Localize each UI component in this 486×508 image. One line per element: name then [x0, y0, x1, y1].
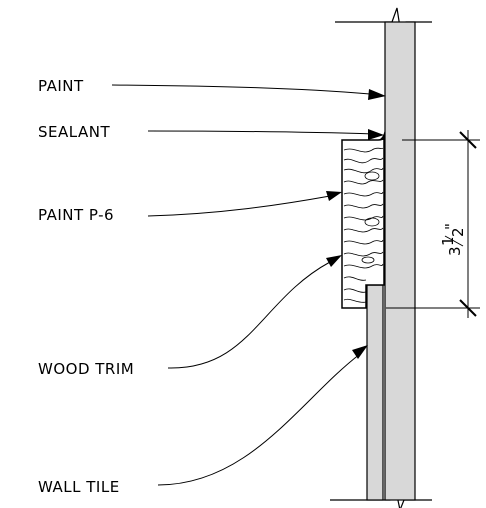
wood-trim [341, 135, 385, 309]
arrowhead-wall-tile [352, 345, 368, 359]
dimension-denominator: 2 [449, 227, 467, 237]
dimension-text: 3 1 2 " [439, 223, 467, 256]
leader-sealant [147, 130, 375, 135]
leader-wall-tile [157, 353, 361, 486]
label-paint-p6: PAINT P-6 [38, 206, 114, 224]
top-break-line [335, 7, 432, 37]
label-wood-trim: WOOD TRIM [38, 360, 134, 378]
label-sealant: SEALANT [38, 123, 110, 141]
dimension-unit: " [442, 223, 460, 230]
leader-paint-p6 [147, 195, 331, 217]
dimension-tick-bottom [459, 299, 477, 317]
label-paint: PAINT [38, 77, 84, 95]
wall-section [384, 21, 416, 501]
arrowhead-paint-p6 [326, 191, 342, 201]
leader-wood-trim [167, 261, 331, 369]
arrowhead-paint [368, 89, 386, 100]
sealant [378, 128, 385, 140]
arrowhead-sealant [368, 129, 384, 140]
wall-tile [366, 284, 384, 501]
label-wall-tile: WALL TILE [38, 478, 120, 496]
arrowhead-wood-trim [326, 255, 342, 267]
leader-paint [111, 84, 371, 95]
dimension-numerator: 1 [439, 236, 457, 246]
dimension-tick-top [459, 131, 477, 149]
dimension-whole: 3 [446, 246, 464, 256]
